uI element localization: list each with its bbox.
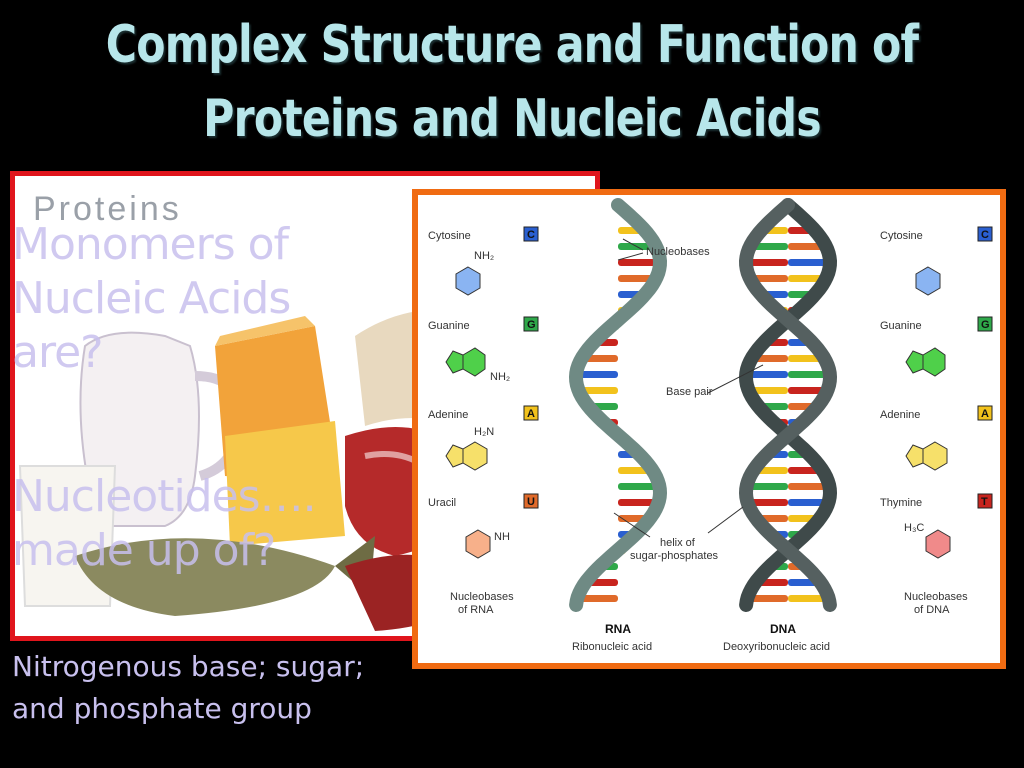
left-chem-nh: NH	[494, 531, 510, 543]
left-base-name-0: Cytosine	[428, 230, 471, 242]
left-chem-nh2-1: NH₂	[490, 371, 510, 383]
dna-caption-line-1: Nucleobases	[904, 591, 968, 603]
dna-base-pair-half	[788, 483, 830, 490]
rna-caption-line-1: Nucleobases	[450, 591, 514, 603]
dna-subtitle: Deoxyribonucleic acid	[723, 641, 830, 653]
dna-base-pair-half	[788, 243, 826, 250]
right-base-letter-0: C	[981, 229, 989, 241]
left-base-letter-2: A	[527, 408, 535, 420]
dna-caption-line-2: of DNA	[914, 604, 950, 616]
dna-base-pair-half	[788, 371, 830, 378]
dna-base-pair-half	[749, 275, 788, 282]
uracil-molecule-icon	[465, 529, 491, 559]
rna-subtitle: Ribonucleic acid	[572, 641, 652, 653]
rna-nucleobase-rung	[577, 595, 618, 602]
dna-base-pair-half	[747, 499, 788, 506]
left-base-name-1: Guanine	[428, 320, 470, 332]
helix-label-line-1: helix of	[660, 537, 696, 549]
dna-base-pair-half	[788, 259, 830, 266]
rna-nucleobase-rung	[578, 387, 618, 394]
question-monomers: Monomers of Nucleic Acids are?	[12, 219, 291, 378]
helix-label-line-2: sugar-phosphates	[630, 550, 719, 562]
rna-nucleobase-rung	[576, 371, 618, 378]
left-base-swatch-3	[523, 493, 539, 509]
answer-text: Nitrogenous base; sugar; and phosphate g…	[12, 650, 365, 725]
question-nucleotides: Nucleotides…. made up of?	[12, 471, 317, 576]
dna-title: DNA	[770, 622, 796, 636]
right-base-name-1: Guanine	[880, 320, 922, 332]
rna-caption-line-2: of RNA	[458, 604, 494, 616]
left-base-swatch-0	[523, 226, 539, 242]
right-base-swatch-1	[977, 316, 993, 332]
title-line-1: Complex Structure and Function of	[105, 15, 919, 75]
rna-helix	[568, 198, 668, 612]
slide-title: Complex Structure and Function of Protei…	[92, 8, 932, 156]
base-pair-label: Base pair	[666, 386, 713, 398]
proteins-watermark: Proteins	[33, 190, 182, 228]
dna-base-pair-half	[750, 243, 788, 250]
rna-dna-illustration: Cytosine C NH₂ Guanine G NH₂ Adenine A H…	[418, 195, 1000, 663]
dna-base-pair-half	[746, 259, 788, 266]
dna-sugar-phosphate-backbone	[738, 198, 838, 612]
right-base-letter-2: A	[981, 408, 989, 420]
dna-adenine-molecule-icon	[905, 441, 948, 471]
right-base-name-3: Thymine	[880, 497, 922, 509]
left-base-name-2: Adenine	[428, 409, 468, 421]
dna-helix	[738, 198, 838, 612]
thymine-molecule-icon	[925, 529, 951, 559]
guanine-molecule-icon	[445, 347, 486, 377]
right-chem-h3c: H₃C	[904, 522, 924, 534]
dna-bases-column: Cytosine C Guanine G Adenine A Thymine T	[880, 226, 993, 616]
dna-base-pair-half	[788, 275, 827, 282]
adenine-molecule-icon	[445, 441, 488, 471]
rna-title: RNA	[605, 622, 631, 636]
left-base-letter-3: U	[527, 496, 535, 508]
rna-bases-column: Cytosine C NH₂ Guanine G NH₂ Adenine A H…	[428, 226, 539, 616]
dna-base-pair-half	[747, 595, 788, 602]
right-base-letter-1: G	[981, 319, 990, 331]
rna-nucleobase-rung	[618, 259, 660, 266]
rna-nucleobase-rung	[618, 483, 660, 490]
left-chem-nh2-0: NH₂	[474, 250, 494, 262]
rna-sugar-phosphate-backbone	[568, 198, 668, 612]
dna-sugar-phosphate-backbone	[738, 198, 838, 612]
nucleobases-label: Nucleobases	[646, 246, 710, 258]
dna-base-pair-half	[746, 371, 788, 378]
left-chem-h2n: H₂N	[474, 426, 494, 438]
right-base-letter-3: T	[981, 496, 988, 508]
right-base-swatch-2	[977, 405, 993, 421]
left-base-swatch-1	[523, 316, 539, 332]
dna-cytosine-molecule-icon	[915, 266, 941, 296]
rna-dna-diagram: Cytosine C NH₂ Guanine G NH₂ Adenine A H…	[412, 189, 1006, 669]
right-base-name-0: Cytosine	[880, 230, 923, 242]
left-base-swatch-2	[523, 405, 539, 421]
rna-nucleobase-rung	[618, 499, 659, 506]
right-base-swatch-0	[977, 226, 993, 242]
rna-nucleobase-rung	[618, 275, 657, 282]
right-base-swatch-3	[977, 493, 993, 509]
dna-base-pair-half	[746, 483, 788, 490]
cytosine-molecule-icon	[455, 266, 481, 296]
dna-base-pair-half	[788, 595, 829, 602]
left-base-letter-1: G	[527, 319, 536, 331]
left-base-letter-0: C	[527, 229, 535, 241]
dna-base-pair-half	[748, 387, 788, 394]
dna-guanine-molecule-icon	[905, 347, 946, 377]
left-base-name-3: Uracil	[428, 497, 456, 509]
title-line-2: Proteins and Nucleic Acids	[203, 89, 821, 149]
dna-base-pair-half	[788, 387, 828, 394]
right-base-name-2: Adenine	[880, 409, 920, 421]
dna-base-pair-half	[788, 499, 829, 506]
